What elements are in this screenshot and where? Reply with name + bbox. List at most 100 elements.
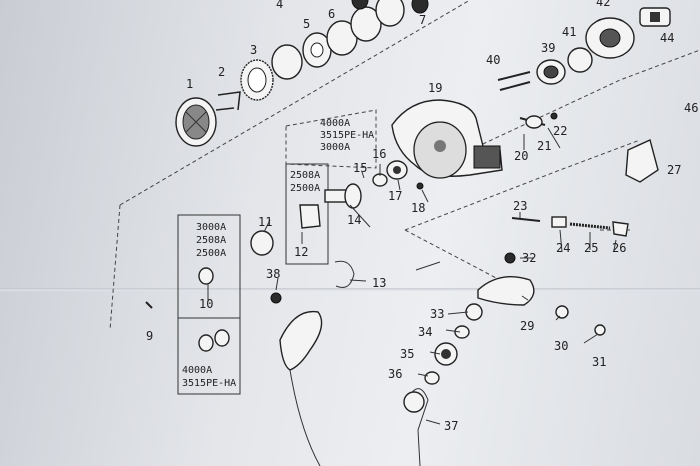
- part-label-37: 37: [444, 419, 458, 433]
- part-label-31: 31: [592, 355, 606, 369]
- part-3-gear: [240, 59, 274, 101]
- part-38-arm: [279, 310, 323, 371]
- part-26: [612, 221, 629, 237]
- part-39-bearing: [536, 59, 566, 85]
- part-2-clip: [215, 91, 241, 111]
- part-35-roller: [434, 342, 458, 366]
- variant-box-10-bottom: [177, 317, 241, 395]
- part-label-29: 29: [520, 319, 534, 333]
- part-38-screw: [270, 292, 282, 304]
- part-29-bail-arm: [477, 276, 535, 306]
- guide-line: [109, 204, 121, 331]
- part-label-33: 33: [430, 307, 444, 321]
- part-24: [551, 216, 567, 228]
- part-21: [525, 115, 543, 129]
- part-label-46: 46: [684, 101, 698, 115]
- part-label-10: 10: [199, 297, 213, 311]
- part-label-1: 1: [186, 77, 193, 91]
- part-44-bearing: [639, 7, 671, 27]
- part-17-nut: [386, 160, 408, 180]
- part-label-32: 32: [522, 251, 536, 265]
- part-label-19: 19: [428, 81, 442, 95]
- part-label-35: 35: [400, 347, 414, 361]
- part-label-5: 5: [303, 17, 310, 31]
- part-label-39: 39: [541, 41, 555, 55]
- part-label-26: 26: [612, 241, 626, 255]
- part-32-screw: [504, 252, 516, 264]
- part-label-9: 9: [146, 329, 153, 343]
- guide-line: [119, 0, 471, 206]
- part-11-ring: [250, 230, 274, 256]
- part-34: [454, 325, 470, 339]
- part-label-42: 42: [596, 0, 610, 9]
- box10-top-line1: 3000A: [196, 222, 226, 233]
- part-label-44: 44: [660, 31, 674, 45]
- part-label-25: 25: [584, 241, 598, 255]
- guide-line: [404, 229, 501, 281]
- part-label-34: 34: [418, 325, 432, 339]
- part-label-3: 3: [250, 43, 257, 57]
- part-5-6-washers: [271, 0, 429, 80]
- part-label-24: 24: [556, 241, 570, 255]
- part-27-bracket: [625, 139, 659, 183]
- box12-line2: 2500A: [290, 183, 320, 194]
- part-label-23: 23: [513, 199, 527, 213]
- box10-bottom-line2: 3515PE-HA: [182, 378, 236, 389]
- variant-box-top: [285, 109, 377, 169]
- part-41-ring: [567, 47, 593, 73]
- part-label-6: 6: [328, 7, 335, 21]
- part-label-2: 2: [218, 65, 225, 79]
- part-30: [555, 305, 569, 319]
- part-10-bearing-b: [214, 329, 230, 347]
- part-42-plate: [585, 17, 635, 59]
- part-label-12: 12: [294, 245, 308, 259]
- part-label-38: 38: [266, 267, 280, 281]
- box10-top-line2: 2508A: [196, 235, 226, 246]
- part-12-clip: [299, 204, 321, 229]
- box-top-line1: 4000A: [320, 118, 350, 129]
- part-33: [465, 303, 483, 321]
- part-40-screws: [497, 71, 531, 91]
- part-label-17: 17: [388, 189, 402, 203]
- box-top-line2: 3515PE-HA: [320, 130, 374, 141]
- part-label-11: 11: [258, 215, 272, 229]
- box10-top-line3: 2500A: [196, 248, 226, 259]
- part-label-20: 20: [514, 149, 528, 163]
- part-label-40: 40: [486, 53, 500, 67]
- part-19-body: [391, 99, 503, 179]
- part-1-cap: [175, 97, 217, 147]
- part-label-18: 18: [411, 201, 425, 215]
- part-label-41: 41: [562, 25, 576, 39]
- part-31-screw: [594, 324, 606, 336]
- bail-wire: [289, 369, 321, 466]
- box12-line1: 2508A: [290, 170, 320, 181]
- box-top-line3: 3000A: [320, 142, 350, 153]
- part-label-36: 36: [388, 367, 402, 381]
- part-9: [145, 301, 153, 309]
- part-36: [424, 371, 440, 385]
- part-label-21: 21: [537, 139, 551, 153]
- part-label-15: 15: [353, 161, 367, 175]
- variant-box-12: [285, 163, 329, 265]
- part-label-14: 14: [347, 213, 361, 227]
- part-label-30: 30: [554, 339, 568, 353]
- part-label-22: 22: [553, 124, 567, 138]
- part-label-16: 16: [372, 147, 386, 161]
- box10-bottom-line1: 4000A: [182, 365, 212, 376]
- part-label-7: 7: [419, 13, 426, 27]
- part-label-13: 13: [372, 276, 386, 290]
- part-22-screw: [550, 112, 558, 120]
- part-label-4: 4: [276, 0, 283, 11]
- part-10-bearing: [198, 267, 214, 285]
- paper-fold: [0, 288, 700, 291]
- part-10-bearing-a: [198, 334, 214, 352]
- part-label-27: 27: [667, 163, 681, 177]
- part-23-pin: [511, 217, 541, 222]
- part-18-screw: [416, 182, 424, 190]
- part-25-spring: [569, 222, 611, 230]
- part-37-holder: [403, 391, 425, 413]
- part-13-spring: [334, 260, 355, 288]
- part-14-shaft: [324, 183, 362, 209]
